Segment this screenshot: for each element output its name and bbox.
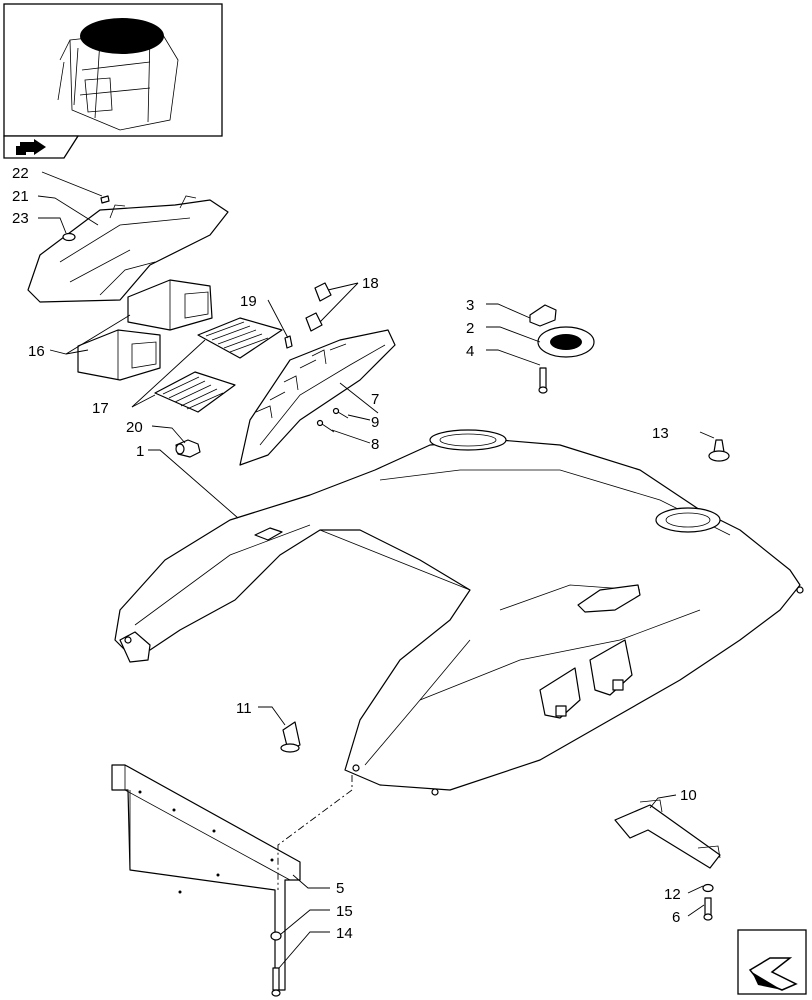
callout-16[interactable]: 16 (28, 343, 45, 360)
part-23-clip (62, 232, 76, 242)
part-16-vent-box-upper (127, 279, 213, 331)
part-16-vent-box-lower (77, 329, 161, 381)
callout-11[interactable]: 11 (236, 700, 252, 717)
part-17-grille-upper (197, 317, 283, 359)
callout-12[interactable]: 12 (664, 886, 681, 903)
part-2-speaker-ring (537, 326, 595, 358)
part-15-washer (270, 931, 282, 941)
callout-labels: 22 21 23 16 17 18 19 7 9 8 20 1 3 2 4 13… (12, 165, 697, 942)
part-12-washer (702, 883, 714, 893)
part-3-bracket (529, 304, 557, 327)
part-10-grab-handle (614, 799, 721, 869)
part-9-screw (332, 407, 349, 419)
part-20-fitting (175, 439, 201, 458)
callout-4[interactable]: 4 (466, 343, 474, 360)
callout-22[interactable]: 22 (12, 165, 29, 182)
next-page-arrow-icon[interactable] (737, 929, 807, 995)
callout-15[interactable]: 15 (336, 903, 353, 920)
callout-1[interactable]: 1 (136, 443, 144, 460)
callout-17[interactable]: 17 (92, 400, 109, 417)
part-11-push-clip (280, 721, 301, 753)
callout-3[interactable]: 3 (466, 297, 474, 314)
part-13-fastener (708, 439, 730, 462)
callout-18[interactable]: 18 (362, 275, 379, 292)
callout-13[interactable]: 13 (652, 425, 669, 442)
part-8-screw (316, 419, 335, 433)
part-19-pin (284, 335, 293, 349)
callout-23[interactable]: 23 (12, 210, 29, 227)
callout-8[interactable]: 8 (371, 436, 379, 453)
callout-21[interactable]: 21 (12, 188, 29, 205)
part-1-roof-liner (114, 429, 804, 796)
part-7-trim-panel (239, 329, 396, 466)
part-14-screw (271, 967, 281, 997)
callout-6[interactable]: 6 (672, 909, 680, 926)
part-21-air-duct (27, 195, 229, 303)
callout-2[interactable]: 2 (466, 320, 474, 337)
callout-10[interactable]: 10 (680, 787, 697, 804)
leader-lines (37, 171, 715, 969)
prev-page-arrow-icon[interactable] (3, 135, 80, 159)
part-17-grille-lower (154, 371, 236, 413)
part-6-screw (703, 897, 713, 921)
callout-9[interactable]: 9 (371, 414, 379, 431)
callout-5[interactable]: 5 (336, 880, 344, 897)
part-4-screw (538, 367, 548, 394)
part-18-clip-lower (305, 312, 323, 332)
callout-7[interactable]: 7 (371, 391, 379, 408)
cab-roof-location-thumbnail[interactable] (3, 3, 223, 137)
callout-14[interactable]: 14 (336, 925, 353, 942)
part-5-plate (111, 764, 301, 991)
part-18-clip-upper (314, 282, 332, 302)
callout-19[interactable]: 19 (240, 293, 257, 310)
callout-20[interactable]: 20 (126, 419, 143, 436)
part-22-screw (100, 195, 110, 204)
